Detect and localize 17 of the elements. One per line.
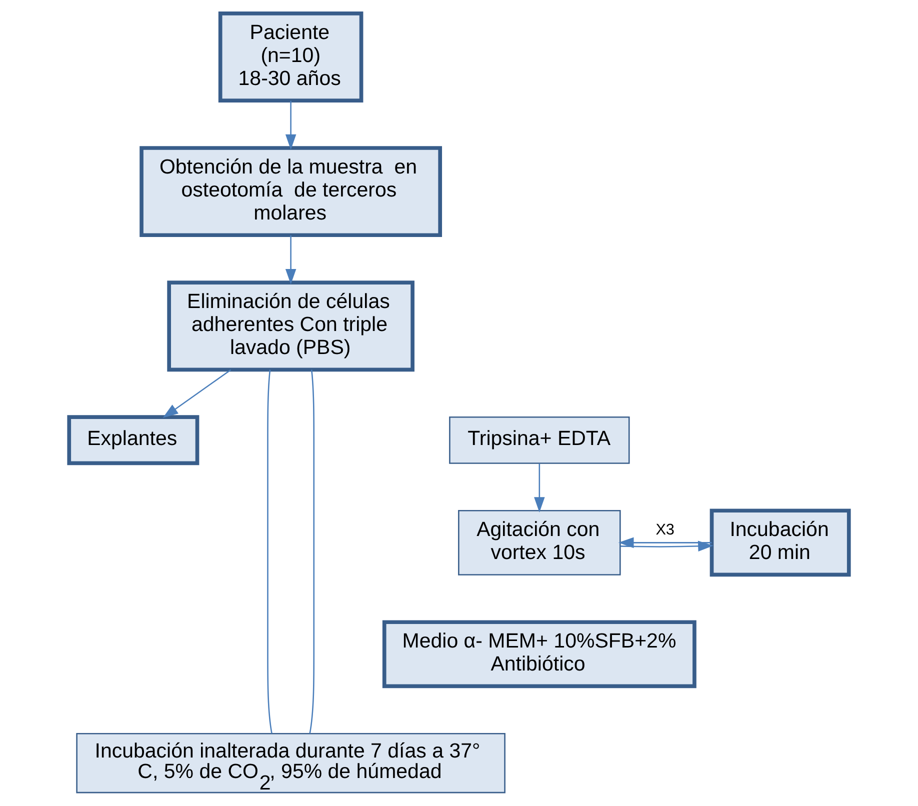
arrow	[620, 540, 714, 552]
node-box: Obtención de la muestra en osteotomía de terceros molares	[140, 146, 442, 238]
arrow	[162, 369, 232, 418]
node-box: Incubación 20 min	[710, 508, 851, 577]
connector	[309, 370, 315, 734]
node-box: Tripsina+ EDTA	[449, 416, 630, 464]
node-box: Eliminación de células adherentes Con triple lavado (PBS)	[167, 280, 414, 372]
connector	[267, 370, 272, 734]
node-box: Agitación con vortex 10s	[458, 510, 621, 576]
arrow	[285, 235, 296, 284]
arrow	[285, 100, 296, 150]
node-box: Explantes	[67, 415, 200, 466]
node-box: Paciente (n=10) 18-30 años	[218, 12, 364, 102]
edge-label: X3	[656, 521, 674, 538]
arrow	[618, 537, 712, 548]
arrow	[534, 464, 545, 512]
node-box: Medio α- MEM+ 10%SFB+2% Antibiótico	[382, 620, 696, 688]
